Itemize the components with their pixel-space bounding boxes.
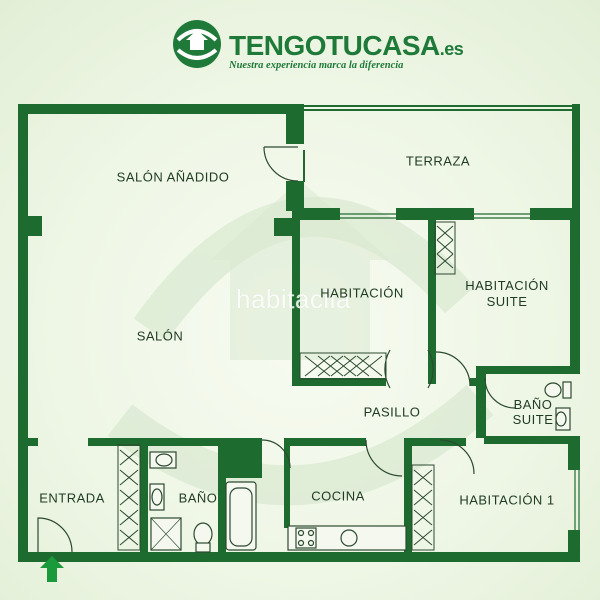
wall-segment (292, 218, 300, 384)
label-habitacion-suite-line2: SUITE (486, 294, 528, 309)
brand-name: TENGOTUCASA.es (229, 30, 464, 62)
label-habitacion-1: HABITACIÓN 1 (459, 492, 555, 508)
wall-segment (568, 436, 580, 470)
wall-segment (568, 530, 580, 562)
wall-segment (292, 378, 386, 386)
wall-segment (404, 438, 466, 446)
label-bano-suite-line1: BAÑO (513, 397, 553, 412)
entrance-arrow-icon (40, 556, 64, 582)
wall-segment (140, 438, 148, 560)
label-cocina: COCINA (311, 488, 365, 504)
wall-segment (476, 366, 580, 374)
wall-segment (226, 438, 262, 478)
wall-segment (88, 438, 238, 446)
label-habitacion-suite-line1: HABITACIÓN (465, 278, 549, 293)
wall-segment (396, 208, 474, 220)
wall-segment (284, 438, 290, 528)
wall-segment (18, 104, 304, 114)
wall-segment (26, 216, 42, 236)
wall-segment (476, 366, 486, 438)
wall-segment (484, 436, 580, 444)
wall-segment (286, 438, 366, 446)
brand-name-text: TENGOTUCASA (229, 30, 440, 61)
label-entrada: ENTRADA (39, 490, 105, 506)
wall-segment (530, 208, 580, 220)
wall-segment (570, 218, 580, 370)
label-salon-anadido: SALÓN AÑADIDO (116, 169, 230, 185)
brand-suffix: .es (439, 39, 464, 59)
wall-segment (286, 181, 304, 211)
walls (18, 104, 580, 562)
watermark-text: habitaclia (236, 284, 351, 314)
wall-segment (218, 438, 226, 560)
label-bano: BAÑO (178, 490, 218, 506)
wardrobes (117, 221, 456, 551)
label-habitacion: HABITACIÓN (320, 285, 404, 301)
wall-segment (286, 104, 304, 144)
wall-segment (428, 218, 436, 384)
label-bano-suite-line2: SUITE (512, 412, 554, 427)
wall-segment (470, 378, 486, 386)
wall-segment (572, 104, 580, 224)
wall-segment (404, 438, 412, 560)
fixtures (149, 381, 572, 553)
windows (328, 213, 580, 561)
brand-tagline: Nuestra experiencia marca la diferencia (229, 60, 404, 71)
label-pasillo: PASILLO (363, 404, 421, 420)
wall-segment (18, 552, 580, 562)
doors (37, 146, 516, 553)
label-terraza: TERRAZA (405, 153, 471, 169)
wall-segment (26, 438, 38, 446)
label-bano-suite: BAÑO SUITE (513, 397, 554, 427)
partition-lines (303, 105, 572, 182)
label-habitacion-suite: HABITACIÓN SUITE (465, 278, 549, 310)
logo-hands-house-icon (173, 20, 221, 68)
label-salon: SALÓN (136, 328, 184, 344)
wall-segment (18, 104, 28, 562)
wall-segment (292, 208, 340, 220)
